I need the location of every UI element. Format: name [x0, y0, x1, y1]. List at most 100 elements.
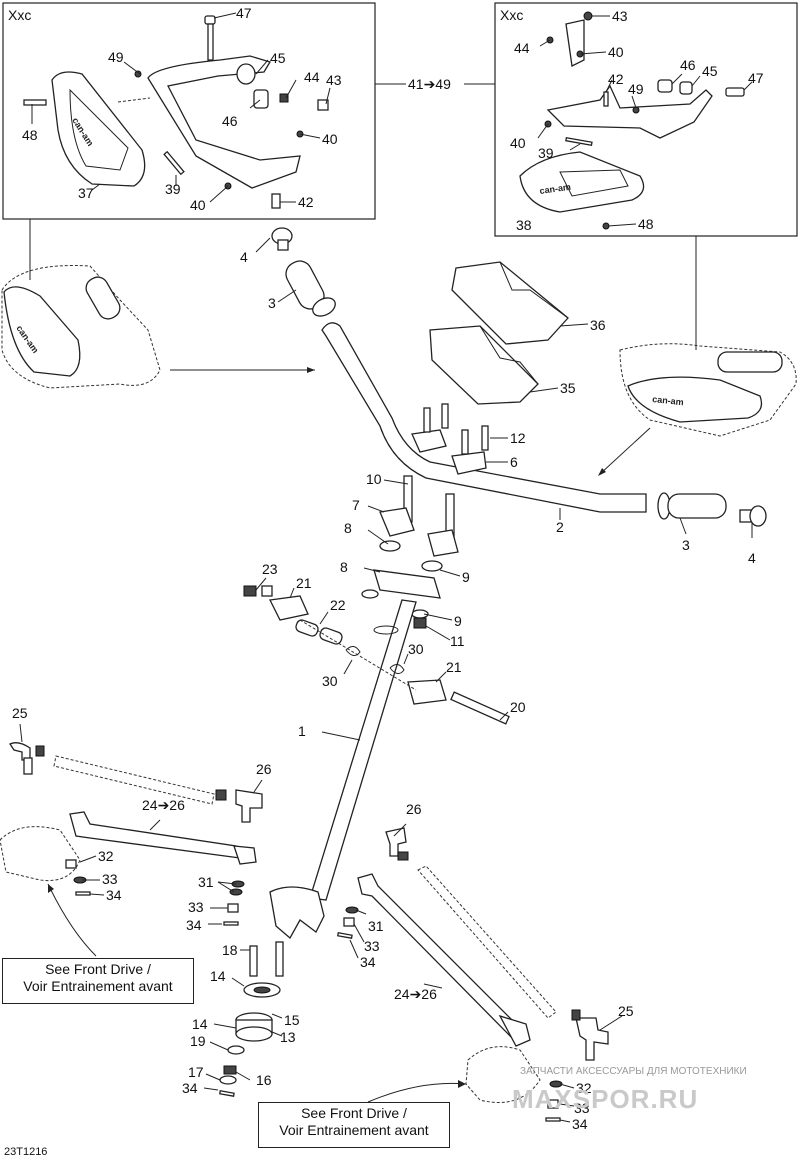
callout-33: 33	[188, 899, 204, 915]
callout-6: 6	[510, 454, 518, 470]
tie-rod-right	[337, 827, 609, 1122]
bolt-20	[450, 691, 510, 725]
callout-40: 40	[510, 135, 526, 151]
steering-column-1	[309, 599, 417, 901]
bearing-block-21b	[407, 679, 447, 705]
callout-16: 16	[256, 1072, 272, 1088]
callout-36: 36	[590, 317, 606, 333]
bolt-18a	[249, 945, 258, 977]
handguard-shell-right-assembled	[627, 376, 763, 423]
spindle-left	[0, 826, 81, 882]
callout-42: 42	[608, 71, 624, 87]
callout-31: 31	[368, 918, 384, 934]
callout-14: 14	[210, 968, 226, 984]
callout-43: 43	[326, 72, 342, 88]
clamp-cap-6a	[411, 429, 447, 453]
lower-clamp-8	[373, 569, 441, 599]
handguard-shell-left-assembled	[3, 286, 81, 377]
cotter-pin-34	[219, 1090, 235, 1097]
callout-47: 47	[748, 70, 764, 86]
inset-link-label: 41➔49	[408, 76, 451, 92]
callout-18: 18	[222, 942, 238, 958]
callout-46: 46	[680, 57, 696, 73]
handguard-shell-37	[51, 71, 146, 187]
callout-34: 34	[360, 954, 376, 970]
callout-26: 26	[256, 761, 272, 777]
handguard-shell-38	[519, 151, 645, 213]
ball-joint-25-left	[9, 742, 31, 761]
bolt-12d	[481, 425, 489, 451]
callout-15: 15	[284, 1012, 300, 1028]
callout-37: 37	[78, 185, 94, 201]
callout-33: 33	[364, 938, 380, 954]
note-front-drive-left-line2: Voir Entrainement avant	[23, 978, 173, 994]
callout-9: 9	[454, 613, 462, 629]
lower-column-parts	[219, 941, 284, 1097]
note-front-drive-left: See Front Drive / Voir Entrainement avan…	[2, 958, 194, 1004]
ball-joint-25-right	[575, 1017, 609, 1061]
callout-48: 48	[22, 127, 38, 143]
handguard-logo-right-assembled: can-am	[652, 394, 684, 407]
callout-14: 14	[192, 1016, 208, 1032]
callout-47: 47	[236, 5, 252, 21]
callout-11: 11	[450, 633, 465, 649]
callout-40: 40	[322, 131, 338, 147]
left-inset-title: Xxc	[8, 7, 31, 23]
callout-40: 40	[608, 44, 624, 60]
callout-38: 38	[516, 217, 532, 233]
spacer-45-right	[679, 81, 693, 95]
tie-rod-24-left	[69, 811, 241, 859]
left-inset: Xxc can-am	[2, 2, 376, 220]
pin-39-left	[163, 150, 185, 176]
pin-47-left	[204, 15, 216, 25]
ball-joint-26-right	[385, 827, 407, 857]
clamp-cap-6b	[451, 451, 487, 475]
screw-42-right	[603, 91, 609, 107]
callout-44: 44	[514, 40, 530, 56]
screw-48-left	[23, 99, 47, 106]
callout-25: 25	[12, 705, 28, 721]
watermark-logo: MAXSPOR.RU	[512, 1084, 698, 1114]
washer-8b	[361, 589, 379, 599]
ball-joint-26-left	[235, 789, 263, 823]
callout-1: 1	[298, 723, 306, 739]
callout-8: 8	[340, 559, 348, 575]
callout-3: 3	[268, 295, 276, 311]
callout-10: 10	[366, 471, 382, 487]
left-inset-frame	[2, 2, 376, 220]
spacer-45-left	[236, 63, 256, 85]
pitman-arm	[269, 886, 325, 940]
callout-30: 30	[408, 641, 424, 657]
callout-3: 3	[682, 537, 690, 553]
callout-8: 8	[344, 520, 352, 536]
callout-32: 32	[98, 848, 114, 864]
callout-30: 30	[322, 673, 338, 689]
callout-20: 20	[510, 699, 526, 715]
callout-21: 21	[296, 575, 312, 591]
figure-code: 23T1216	[4, 1146, 47, 1158]
callout-25: 25	[618, 1003, 634, 1019]
note-front-drive-left-line1: See Front Drive /	[45, 961, 151, 977]
callout-12: 12	[510, 430, 526, 446]
callout-22: 22	[330, 597, 346, 613]
callout-24-26: 24➔26	[142, 797, 185, 813]
nut-44-left	[279, 93, 289, 103]
washer-8a	[379, 540, 401, 552]
clip-30a	[345, 646, 361, 656]
callout-34: 34	[106, 887, 122, 903]
callout-48: 48	[638, 216, 654, 232]
callout-35: 35	[560, 380, 576, 396]
steering-column	[243, 585, 510, 940]
bushing-22a	[295, 619, 319, 637]
note-front-drive-right-line2: Voir Entrainement avant	[279, 1122, 429, 1138]
callout-26: 26	[406, 801, 422, 817]
callout-34: 34	[182, 1080, 198, 1096]
callout-43: 43	[612, 8, 628, 24]
nut-49-left	[134, 70, 142, 78]
watermark-line1: ЗАПЧАСТИ АКСЕССУАРЫ ДЛЯ МОТОТЕХНИКИ	[520, 1066, 747, 1077]
right-inset: Xxc can-am 43 44	[494, 2, 798, 237]
seal-14b	[235, 1026, 273, 1042]
callout-33: 33	[574, 1100, 590, 1116]
callout-34: 34	[572, 1116, 588, 1132]
screw-43-right	[583, 11, 593, 21]
